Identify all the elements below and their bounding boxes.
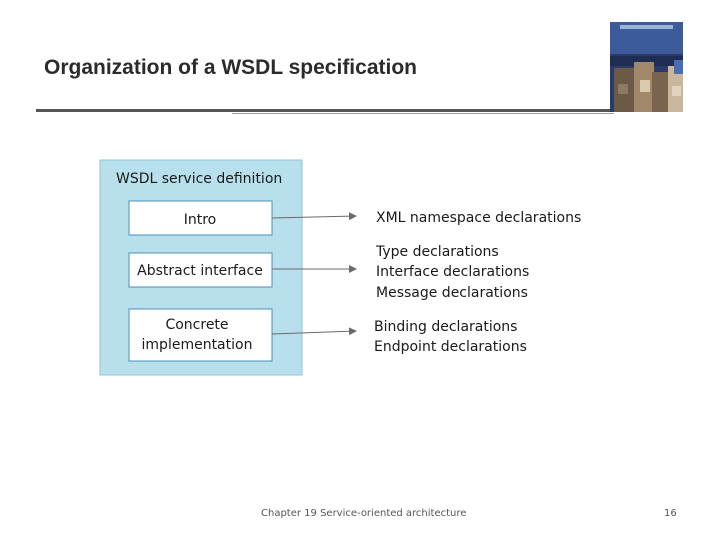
decl-binding: Binding declarations (374, 319, 517, 335)
section-label-abstract-interface: Abstract interface (137, 263, 263, 279)
title-underline-shadow (232, 113, 614, 114)
decl-endpoint: Endpoint declarations (374, 339, 527, 355)
footer-page-number: 16 (664, 508, 677, 519)
section-label-concrete-line1: Concrete (165, 317, 228, 333)
section-abstract-interface: Abstract interface (128, 252, 273, 288)
decl-type: Type declarations (375, 244, 499, 260)
title-underline (36, 109, 614, 112)
section-box-abstract-interface (128, 252, 273, 288)
footer-chapter: Chapter 19 Service-oriented architecture (261, 508, 467, 519)
decl-message: Message declarations (376, 285, 528, 301)
book-cover-image (610, 22, 683, 112)
decl-interface: Interface declarations (376, 264, 529, 280)
arrow-intro-to-namespace (271, 212, 357, 221)
slide-title: Organization of a WSDL specification (44, 56, 417, 79)
book-cover-illustration (610, 22, 683, 112)
arrow-concrete-to-bindings (271, 327, 357, 336)
decl-xml-namespace: XML namespace declarations (376, 210, 581, 226)
section-concrete-implementation: Concrete implementation (128, 308, 273, 362)
section-box-concrete-implementation (128, 308, 273, 362)
section-label-intro: Intro (184, 212, 217, 228)
section-intro: Intro (128, 200, 273, 236)
container-label: WSDL service definition (116, 171, 282, 187)
section-box-intro (128, 200, 273, 236)
section-label-concrete-line2: implementation (142, 337, 253, 353)
